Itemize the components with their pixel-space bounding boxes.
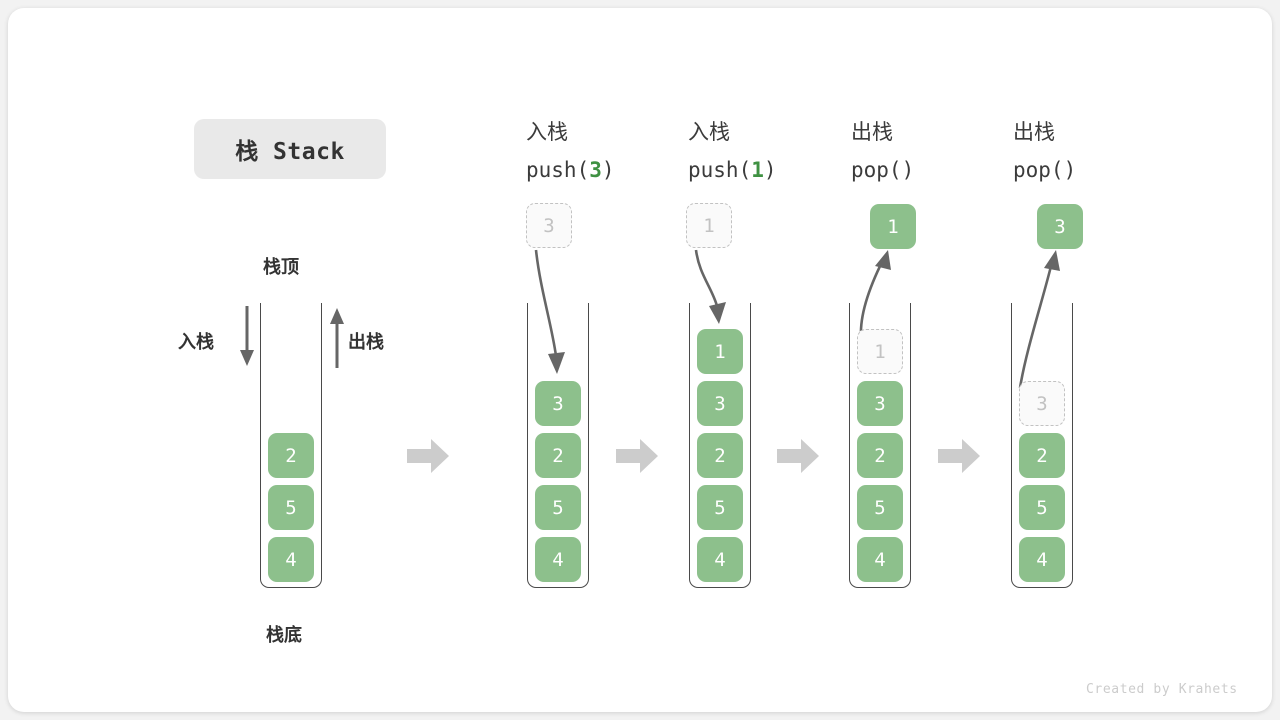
step-arrow-icon — [616, 438, 658, 474]
stack-cell: 4 — [1019, 537, 1065, 582]
stack-container-initial: 2 5 4 — [260, 303, 322, 588]
stack-cell: 5 — [857, 485, 903, 530]
stack-cell: 3 — [697, 381, 743, 426]
stack-cell: 4 — [535, 537, 581, 582]
stack-cell: 5 — [535, 485, 581, 530]
column-heading-cn: 入栈 — [688, 120, 730, 144]
column-heading-pop-1: 出栈 pop() — [851, 113, 1011, 189]
column-heading-code: push(3) — [526, 158, 615, 182]
stack-cell: 5 — [1019, 485, 1065, 530]
stack-cell: 2 — [857, 433, 903, 478]
column-heading-cn: 入栈 — [526, 120, 568, 144]
stack-cell: 2 — [535, 433, 581, 478]
stack-cell: 4 — [268, 537, 314, 582]
floating-element-push-3: 3 — [526, 203, 572, 248]
column-heading-cn: 出栈 — [851, 120, 893, 144]
stack-cell: 4 — [857, 537, 903, 582]
stack-container-pop-3: 3 2 5 4 — [1011, 303, 1073, 588]
stack-cell: 2 — [697, 433, 743, 478]
stack-cell: 1 — [697, 329, 743, 374]
stack-container-push-1: 1 3 2 5 4 — [689, 303, 751, 588]
stack-cell: 2 — [1019, 433, 1065, 478]
column-heading-code: push(1) — [688, 158, 777, 182]
stack-cell: 3 — [857, 381, 903, 426]
step-arrow-icon — [407, 438, 449, 474]
column-heading-push-3: 入栈 push(3) — [526, 113, 686, 189]
pop-motion-arrow-icon — [1008, 248, 1078, 390]
stack-cell-removed: 1 — [857, 329, 903, 374]
diagram-canvas: 栈 Stack 入栈 push(3) 入栈 push(1) 出栈 pop() 出… — [8, 8, 1272, 712]
stack-top-label: 栈顶 — [263, 257, 299, 278]
push-direction-arrow-icon — [236, 306, 258, 368]
popped-element-3: 3 — [1037, 204, 1083, 249]
popped-element-1: 1 — [870, 204, 916, 249]
stack-cell: 5 — [697, 485, 743, 530]
pop-direction-arrow-icon — [326, 306, 348, 368]
column-heading-code: pop() — [851, 158, 915, 182]
stack-container-push-3: 3 2 5 4 — [527, 303, 589, 588]
push-arg-value: 1 — [751, 158, 764, 182]
column-heading-cn: 出栈 — [1013, 120, 1055, 144]
stack-bottom-label: 栈底 — [266, 625, 302, 646]
pop-side-label: 出栈 — [348, 332, 384, 353]
column-heading-pop-3: 出栈 pop() — [1013, 113, 1173, 189]
floating-element-push-1: 1 — [686, 203, 732, 248]
diagram-title: 栈 Stack — [194, 119, 386, 179]
push-motion-arrow-icon — [688, 248, 748, 328]
stack-cell: 4 — [697, 537, 743, 582]
step-arrow-icon — [938, 438, 980, 474]
stack-container-pop-1: 1 3 2 5 4 — [849, 303, 911, 588]
stack-cell: 5 — [268, 485, 314, 530]
step-arrow-icon — [777, 438, 819, 474]
column-heading-push-1: 入栈 push(1) — [688, 113, 848, 189]
push-arg-value: 3 — [589, 158, 602, 182]
footer-credit: Created by Krahets — [1086, 682, 1238, 697]
stack-cell-removed: 3 — [1019, 381, 1065, 426]
push-motion-arrow-icon — [526, 248, 586, 378]
stack-cell: 3 — [535, 381, 581, 426]
column-heading-code: pop() — [1013, 158, 1077, 182]
stack-cell: 2 — [268, 433, 314, 478]
push-side-label: 入栈 — [178, 332, 214, 353]
